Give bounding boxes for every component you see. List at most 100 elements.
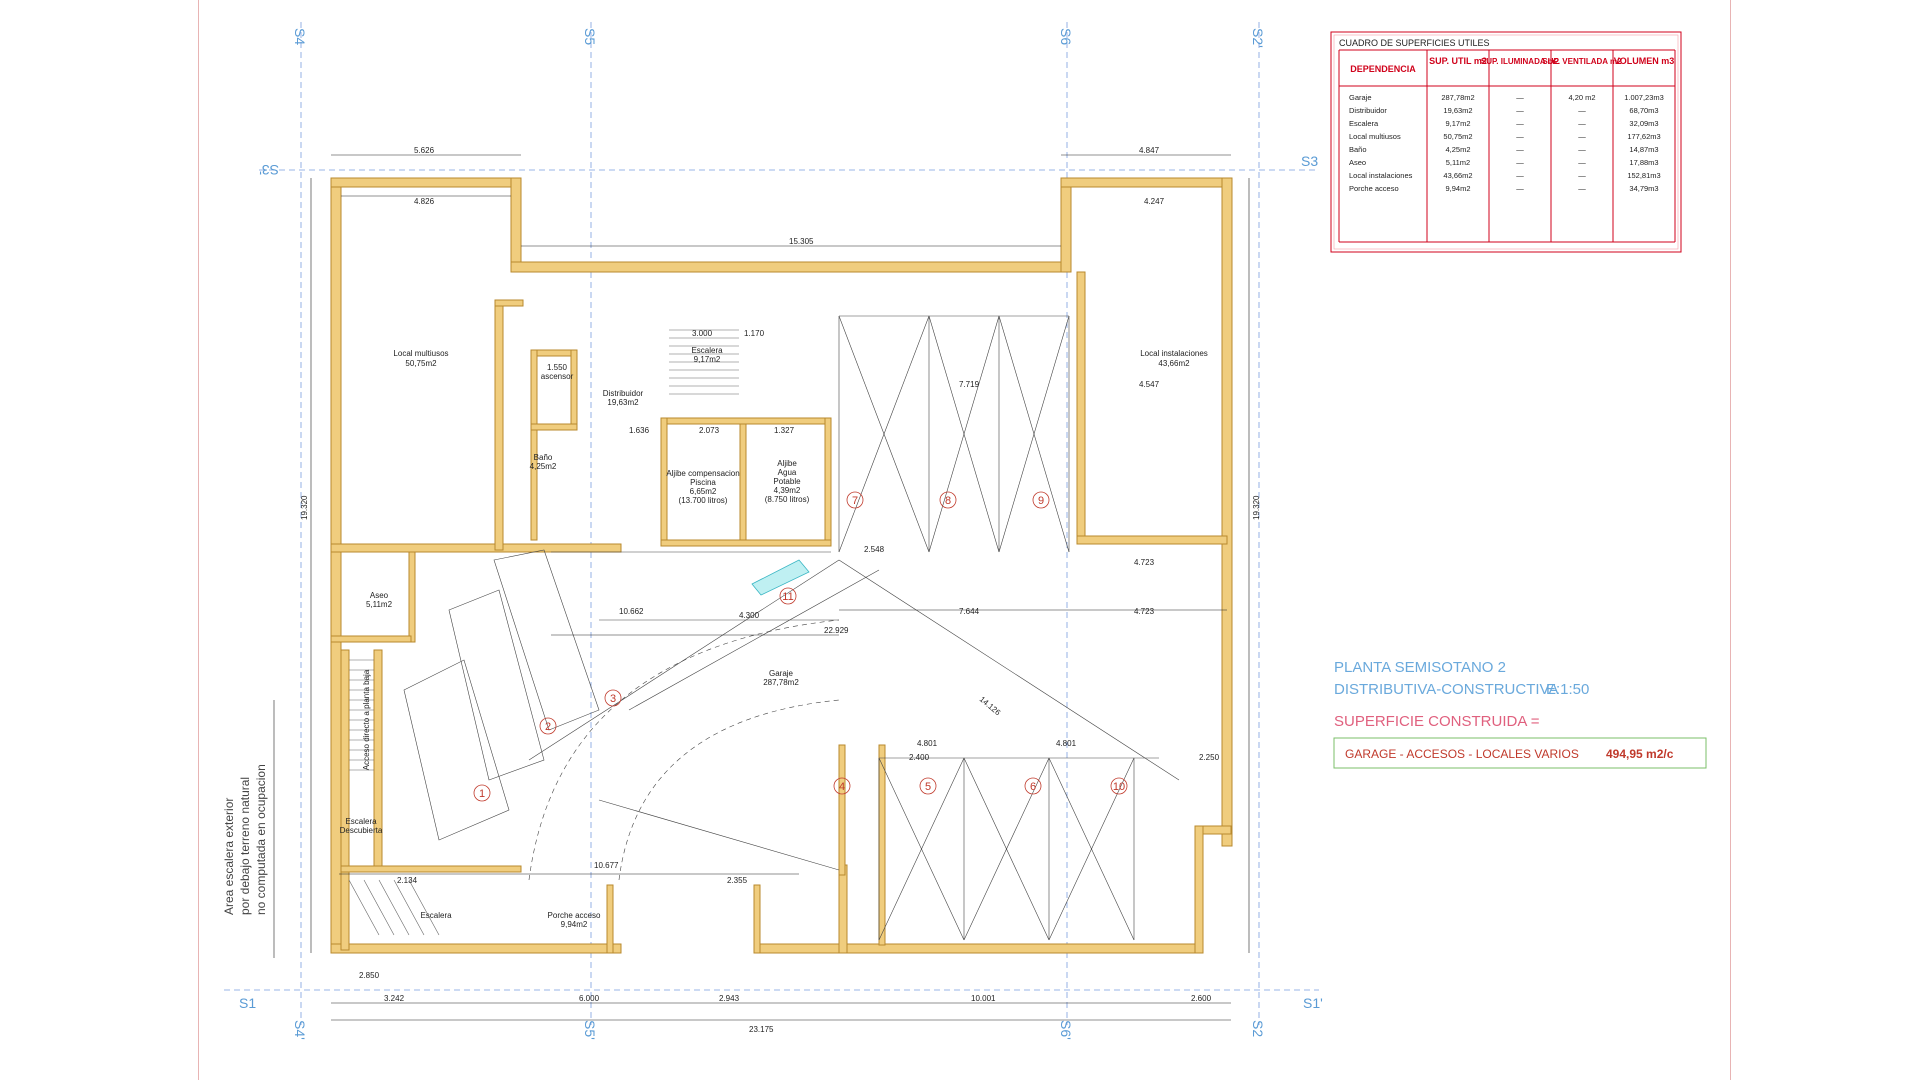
svg-text:Agua: Agua (778, 468, 797, 477)
svg-text:11: 11 (782, 591, 793, 603)
svg-text:4.247: 4.247 (1144, 197, 1165, 206)
svg-text:SUP. ILUMINADA m2: SUP. ILUMINADA m2 (1481, 57, 1560, 66)
room-escalera-ext: Escalera (420, 911, 452, 920)
axis-left-s3p: S3' (259, 162, 279, 178)
svg-text:DEPENDENCIA: DEPENDENCIA (1350, 64, 1416, 74)
table-cell: — (1578, 158, 1586, 167)
svg-text:(8.750 litros): (8.750 litros) (765, 495, 810, 504)
spot-3 (604, 689, 622, 707)
svg-text:Potable: Potable (773, 477, 801, 486)
axis-labels: S4 S5 S6 S2' S4' S5' S6' S2 S3' S3 S1 S1… (239, 28, 1323, 1040)
table-cell: Escalera (1349, 119, 1379, 128)
table-cell: — (1516, 132, 1524, 141)
room-distribuidor: Distribuidor (603, 389, 644, 398)
axis-lines (224, 22, 1319, 1025)
svg-text:3: 3 (610, 693, 616, 705)
room-aseo: Aseo (370, 591, 389, 600)
side-note: Area escalera exterior por debajo terren… (222, 700, 275, 958)
svg-text:2.355: 2.355 (727, 876, 748, 885)
svg-text:5.626: 5.626 (414, 146, 435, 155)
room-labels: Local multiusos 50,75m2 Local instalacio… (340, 346, 1208, 929)
table-cell: 4,25m2 (1445, 145, 1470, 154)
table-cell: 177,62m3 (1627, 132, 1660, 141)
table-cell: Distribuidor (1349, 106, 1387, 115)
svg-text:5: 5 (925, 781, 931, 793)
svg-text:2.943: 2.943 (719, 994, 740, 1003)
svg-text:3.000: 3.000 (692, 329, 713, 338)
spot-6 (1024, 777, 1042, 795)
spot-4 (833, 777, 851, 795)
spot-8 (939, 491, 957, 509)
axis-bottom-s2: S2 (1250, 1020, 1266, 1037)
svg-text:7.644: 7.644 (959, 607, 980, 616)
table-cell: — (1516, 158, 1524, 167)
svg-text:8: 8 (945, 495, 951, 507)
svg-text:por debajo terreno natural: por debajo terreno natural (238, 777, 252, 915)
drawing-titles: PLANTA SEMISOTANO 2 DISTRIBUTIVA-CONSTRU… (1333, 659, 1707, 769)
axis-right-s3: S3 (1301, 153, 1318, 169)
table-cell: — (1578, 106, 1586, 115)
svg-text:1.636: 1.636 (629, 426, 650, 435)
svg-text:4,39m2: 4,39m2 (774, 486, 801, 495)
svg-text:SUP. VENTILADA m2: SUP. VENTILADA m2 (1542, 57, 1622, 66)
spot-1 (473, 784, 491, 802)
table-cell: — (1516, 184, 1524, 193)
table-cell: — (1578, 184, 1586, 193)
surface-label: SUPERFICIE CONSTRUIDA = (1334, 713, 1540, 730)
svg-text:10.662: 10.662 (619, 607, 644, 616)
table-cell: Local instalaciones (1349, 171, 1413, 180)
svg-text:1.327: 1.327 (774, 426, 795, 435)
garage-lines (403, 315, 1180, 941)
table-cell: — (1516, 145, 1524, 154)
table-cell: 32,09m3 (1629, 119, 1658, 128)
room-escalera-descubierta: Escalera (345, 817, 377, 826)
svg-text:VOLUMEN m3: VOLUMEN m3 (1614, 56, 1675, 66)
svg-text:23.175: 23.175 (749, 1025, 774, 1034)
table-cell: 9,17m2 (1445, 119, 1470, 128)
svg-text:4.826: 4.826 (414, 197, 435, 206)
svg-text:43,66m2: 43,66m2 (1158, 359, 1190, 368)
svg-text:10.677: 10.677 (594, 861, 619, 870)
spot-10 (1110, 777, 1128, 795)
room-local-instalaciones: Local instalaciones (1140, 349, 1208, 358)
svg-text:ascensor: ascensor (541, 372, 574, 381)
room-ascensor: 1.550 (547, 363, 568, 372)
axis-top-s2p: S2' (1250, 28, 1266, 48)
svg-text:2.073: 2.073 (699, 426, 720, 435)
svg-text:9,94m2: 9,94m2 (561, 920, 588, 929)
axis-bottom-s5p: S5' (582, 1020, 598, 1040)
table-cell: Local multiusos (1349, 132, 1401, 141)
room-porche: Porche acceso (548, 911, 601, 920)
room-bano: Baño (534, 453, 553, 462)
axis-left-s1: S1 (239, 995, 256, 1011)
svg-text:2.548: 2.548 (864, 545, 885, 554)
table-cell: — (1516, 106, 1524, 115)
svg-text:6: 6 (1030, 781, 1036, 793)
axis-top-s6: S6 (1058, 28, 1074, 45)
table-cell: 5,11m2 (1446, 158, 1470, 167)
dimension-texts: 5.626 4.847 4.826 4.247 15.305 23.175 3.… (300, 146, 1261, 1034)
spot-2 (539, 717, 557, 735)
stair-hatch (348, 329, 739, 936)
svg-text:2.134: 2.134 (397, 876, 418, 885)
svg-text:2.600: 2.600 (1191, 994, 1212, 1003)
table-cell: — (1516, 93, 1524, 102)
surface-desc: GARAGE - ACCESOS - LOCALES VARIOS (1345, 747, 1579, 761)
surface-value: 494,95 m2/c (1606, 747, 1674, 761)
svg-text:4: 4 (839, 781, 845, 793)
drawing-sheet: S4 S5 S6 S2' S4' S5' S6' S2 S3' S3 S1 S1… (198, 0, 1731, 1080)
table-cell: — (1578, 145, 1586, 154)
svg-text:10.001: 10.001 (971, 994, 996, 1003)
svg-text:4.300: 4.300 (739, 611, 760, 620)
svg-text:2: 2 (545, 721, 551, 733)
svg-text:14.126: 14.126 (978, 695, 1003, 718)
svg-text:2.250: 2.250 (1199, 753, 1220, 762)
table-cell: — (1578, 132, 1586, 141)
svg-text:4.723: 4.723 (1134, 607, 1155, 616)
svg-text:15.305: 15.305 (789, 237, 814, 246)
svg-text:Descubierta: Descubierta (340, 826, 383, 835)
svg-text:3.242: 3.242 (384, 994, 405, 1003)
axis-bottom-s4p: S4' (292, 1020, 308, 1040)
svg-text:Piscina: Piscina (690, 478, 716, 487)
